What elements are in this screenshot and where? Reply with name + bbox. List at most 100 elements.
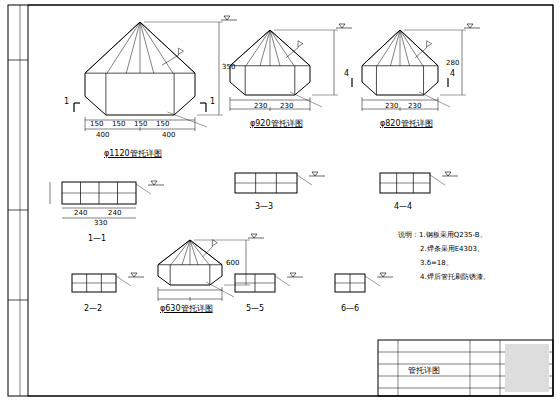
elevation-mark [445,172,451,176]
drawing-line [430,175,445,185]
drawing-line [230,100,310,101]
drawing-line [462,30,463,95]
drawing-line [203,247,213,257]
drawing-line [219,22,220,115]
drawing-line [351,78,352,87]
drawing-line [248,238,264,239]
drawing-line [140,22,141,73]
support-outline [85,22,195,115]
outline-rect [235,173,297,193]
elevation-mark [380,273,386,277]
outline-rect [8,5,553,396]
drawing-line [128,277,144,278]
drawing-line [206,282,234,297]
drawing-line [245,66,246,95]
drawing-line [158,287,159,301]
drawing-line [275,276,290,286]
drawing-line [362,100,438,101]
outline-rect [28,5,553,396]
drawing-line [286,48,298,58]
drawing-line [309,176,325,177]
drawing-line [73,103,74,112]
drawing-line [270,107,271,111]
drawing-line [270,30,271,66]
drawing-line [101,274,102,292]
drawing-line [209,265,210,285]
drawing-line [376,66,377,95]
drawing-line [158,240,190,265]
drawing-line [205,103,206,112]
drawing-line [224,285,250,286]
drawing-line [140,22,173,73]
drawing-line [140,22,154,73]
drawing-line [62,208,136,209]
drawing-line [391,30,401,66]
elevation-mark [290,273,296,277]
drawing-line [336,28,352,29]
drawing-line [270,30,280,66]
drawing-line [99,182,100,204]
drawing-line [260,30,270,66]
drawing-line [274,30,338,31]
dimension-text: 600 [226,260,239,267]
note-text: 说明：1.钢板采用Q235-B。 [398,232,487,239]
drawing-line [8,210,28,211]
elevation-mark [131,273,137,277]
elevation-mark [312,172,318,176]
drawing-line [171,240,190,265]
outline-rect [380,173,430,193]
drawing-line [20,5,21,396]
drawing-line [162,55,179,65]
drawing-line [107,22,140,73]
section-label: 3—3 [255,203,273,211]
drawing-line [297,175,312,185]
drawing-line [182,240,190,265]
drawing-line [312,95,338,96]
dimension-text: 150 [112,121,125,128]
weld-flag [298,41,303,48]
drawing-line [195,117,196,131]
outline-rect [378,340,553,396]
outline-rect [335,274,365,292]
drawing-line [200,102,206,103]
drawing-line [400,30,423,66]
drawing-line [80,182,81,204]
drawing-line [86,274,87,292]
drawing-line [168,112,208,127]
elevation-mark [339,24,345,28]
drawing-line [500,340,501,396]
dimension-text: 150 [156,121,169,128]
drawing-line [400,30,410,66]
sheet-title: 管托详图 [408,367,440,375]
drawing-line [400,30,438,66]
drawing-line [287,277,303,278]
section-label: 1 [210,98,215,106]
drawing-line [377,277,393,278]
drawing-line [447,78,448,87]
weld-flag [427,41,432,48]
drawing-line [148,185,164,186]
drawing-line [365,276,380,286]
dimension-text: 150 [134,121,147,128]
drawing-line [230,97,231,111]
drawing-line [362,30,400,66]
drawing-line [197,115,223,116]
dimension-text: 240 [108,210,121,217]
drawing-line [276,173,277,193]
dimension-text: 230 [254,103,267,110]
outline-rect [72,274,116,292]
detail-title: φ1120管托详图 [104,150,162,158]
drawing-line [194,240,250,241]
note-text: 3.δ=18。 [420,260,453,267]
section-label: 4 [344,70,349,78]
drawing-line [246,30,270,66]
drawing-line [413,173,414,193]
support-outline [362,30,438,95]
drawing-line [126,22,140,73]
drawing-line [470,340,471,396]
section-label: 1 [64,98,69,106]
outline-rect [235,274,275,292]
drawing-line [170,265,171,285]
weld-flag [212,240,217,247]
